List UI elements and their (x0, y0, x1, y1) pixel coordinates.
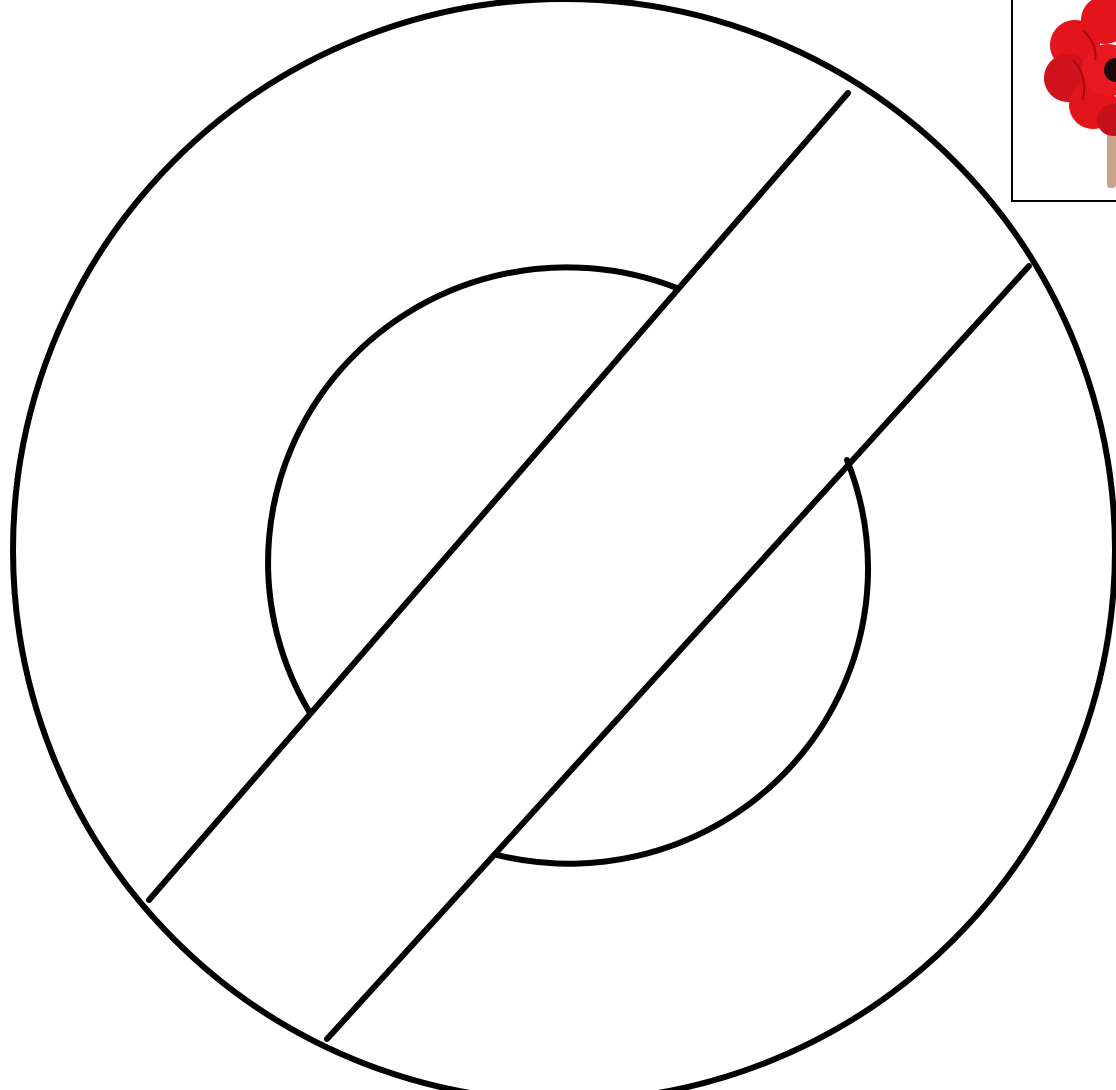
inner-circle-right-arc (497, 460, 868, 864)
band-lower-edge (327, 266, 1029, 1039)
outer-circle (13, 0, 1115, 1090)
flower-thumbnail (1011, 0, 1116, 202)
band-upper-edge (149, 93, 848, 900)
flower-icon (1013, 0, 1116, 200)
inner-circle-left-arc (268, 267, 677, 713)
